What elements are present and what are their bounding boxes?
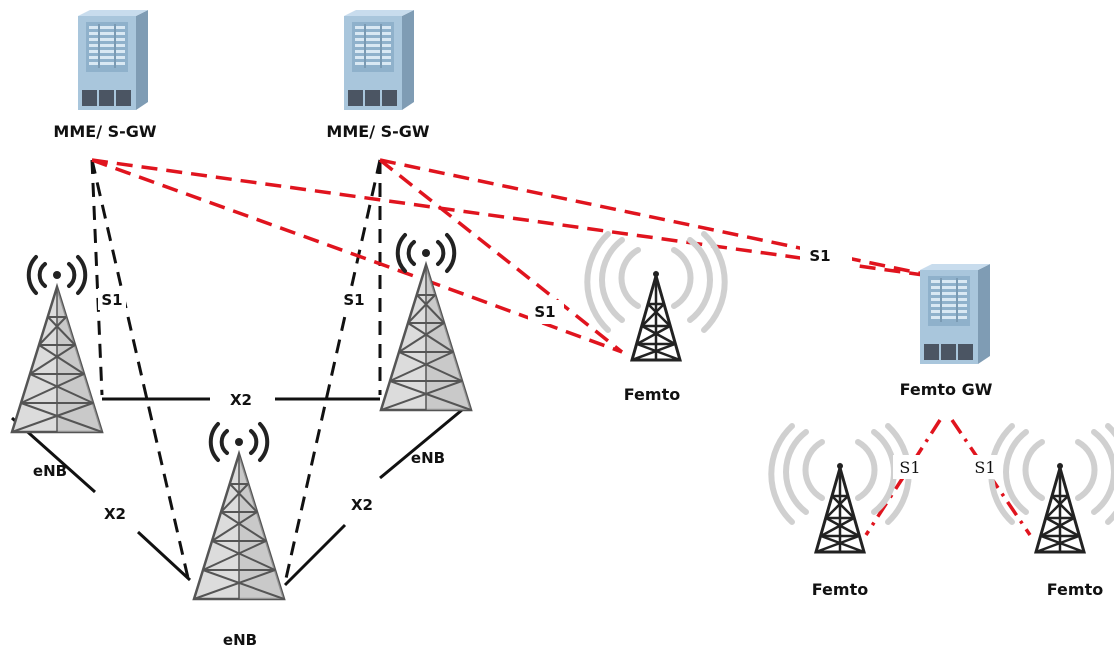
femto-low-right-label: Femto bbox=[1047, 580, 1103, 599]
s1-mme2-femto-gw bbox=[379, 158, 939, 279]
enb-right-label: eNB bbox=[411, 449, 445, 467]
mme-sgw-label-1: MME/ S-GW bbox=[53, 122, 156, 141]
femto-tower-icon bbox=[991, 426, 1114, 552]
s1-mme1-enb-right bbox=[91, 158, 426, 282]
server-icon bbox=[78, 10, 148, 110]
x2-right-link-b bbox=[379, 403, 469, 480]
femto-low-left-label: Femto bbox=[812, 580, 868, 599]
cell-tower-icon bbox=[379, 233, 473, 412]
femto-tower-icon bbox=[771, 426, 908, 552]
x2-label-left: X2 bbox=[104, 505, 126, 523]
mme-sgw-server-2: MME/ S-GW bbox=[326, 10, 430, 141]
cell-tower-icon bbox=[192, 422, 286, 601]
server-icon bbox=[344, 10, 414, 110]
s1-mme1-femto-gw bbox=[91, 158, 939, 279]
s1-enb-right-femto bbox=[424, 278, 623, 354]
enb-right: eNB bbox=[379, 233, 473, 467]
s1-mme2-enb-bottom bbox=[283, 159, 382, 584]
x2-label-right: X2 bbox=[351, 496, 373, 514]
mme-sgw-label-2: MME/ S-GW bbox=[326, 122, 429, 141]
s1-label-gw-left: S1 bbox=[899, 458, 920, 477]
x2-left-link-b bbox=[136, 530, 192, 582]
link-labels: S1 S1 S1 S1 S1 S1 X2 X2 X2 bbox=[98, 243, 1002, 523]
s1-label-gw-right: S1 bbox=[974, 458, 995, 477]
enb-left-label: eNB bbox=[33, 462, 67, 480]
enb-bottom-label: eNB bbox=[223, 631, 257, 649]
s1-mme1-enb-left bbox=[90, 159, 104, 396]
enb-bottom: eNB bbox=[192, 422, 286, 649]
x2-label-top: X2 bbox=[230, 391, 252, 409]
s1-label-left: S1 bbox=[101, 291, 122, 309]
femto-gw-server: Femto GW bbox=[900, 264, 993, 399]
femto-low-right: Femto bbox=[991, 426, 1114, 599]
s1-label-femto-gw: S1 bbox=[809, 247, 830, 265]
femto-gw-label: Femto GW bbox=[900, 380, 993, 399]
s1-mme1-enb-bottom bbox=[90, 159, 190, 579]
femto-low-left: Femto bbox=[771, 426, 908, 599]
s1-mme2-femto bbox=[378, 158, 624, 354]
femto-center: Femto bbox=[587, 234, 724, 404]
enb-left: eNB bbox=[10, 255, 104, 480]
cell-tower-icon bbox=[10, 255, 104, 434]
femto-center-label: Femto bbox=[624, 385, 680, 404]
x2-right-link-a bbox=[283, 523, 347, 587]
s1-label-mid: S1 bbox=[343, 291, 364, 309]
s1-label-femto: S1 bbox=[534, 303, 555, 321]
mme-sgw-server-1: MME/ S-GW bbox=[53, 10, 157, 141]
femto-tower-icon bbox=[587, 234, 724, 360]
s1-access-links bbox=[90, 159, 382, 584]
server-icon bbox=[920, 264, 990, 364]
